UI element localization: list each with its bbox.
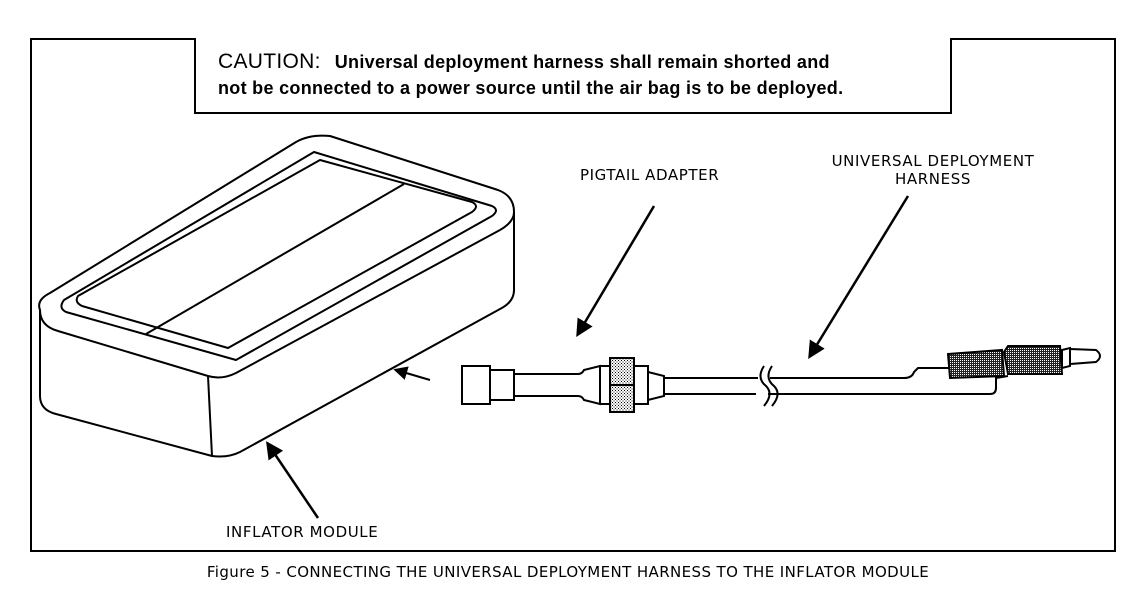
udh-label-line-2: HARNESS (895, 170, 971, 188)
figure-caption: Figure 5 - CONNECTING THE UNIVERSAL DEPL… (206, 563, 930, 581)
harness-cable (664, 365, 1009, 407)
inflator-module-label: INFLATOR MODULE (226, 523, 379, 541)
pigtail-adapter (461, 357, 665, 413)
inflator-module (38, 134, 515, 458)
inflator-module-arrow (266, 441, 320, 519)
connection-arrow (393, 366, 431, 381)
caution-box: CAUTION: Universal deployment harness sha… (194, 38, 952, 114)
pigtail-adapter-label: PIGTAIL ADAPTER (580, 166, 720, 184)
udh-arrow (808, 195, 910, 359)
caution-line-1: CAUTION: Universal deployment harness sha… (218, 50, 830, 74)
cable-break-mark (759, 365, 771, 407)
label-arrows (266, 195, 910, 519)
caution-text-1: Universal deployment harness shall remai… (334, 52, 830, 72)
plug-pin (1069, 347, 1101, 366)
caution-word: CAUTION: (218, 50, 321, 73)
universal-deployment-harness-label: UNIVERSAL DEPLOYMENT HARNESS (808, 152, 1058, 188)
adapter-connector-left (461, 365, 491, 405)
caution-text-2: not be connected to a power source until… (218, 78, 844, 98)
udh-label-line-1: UNIVERSAL DEPLOYMENT (831, 152, 1035, 170)
pigtail-adapter-arrow (576, 205, 656, 338)
shorting-plug (946, 345, 1101, 380)
